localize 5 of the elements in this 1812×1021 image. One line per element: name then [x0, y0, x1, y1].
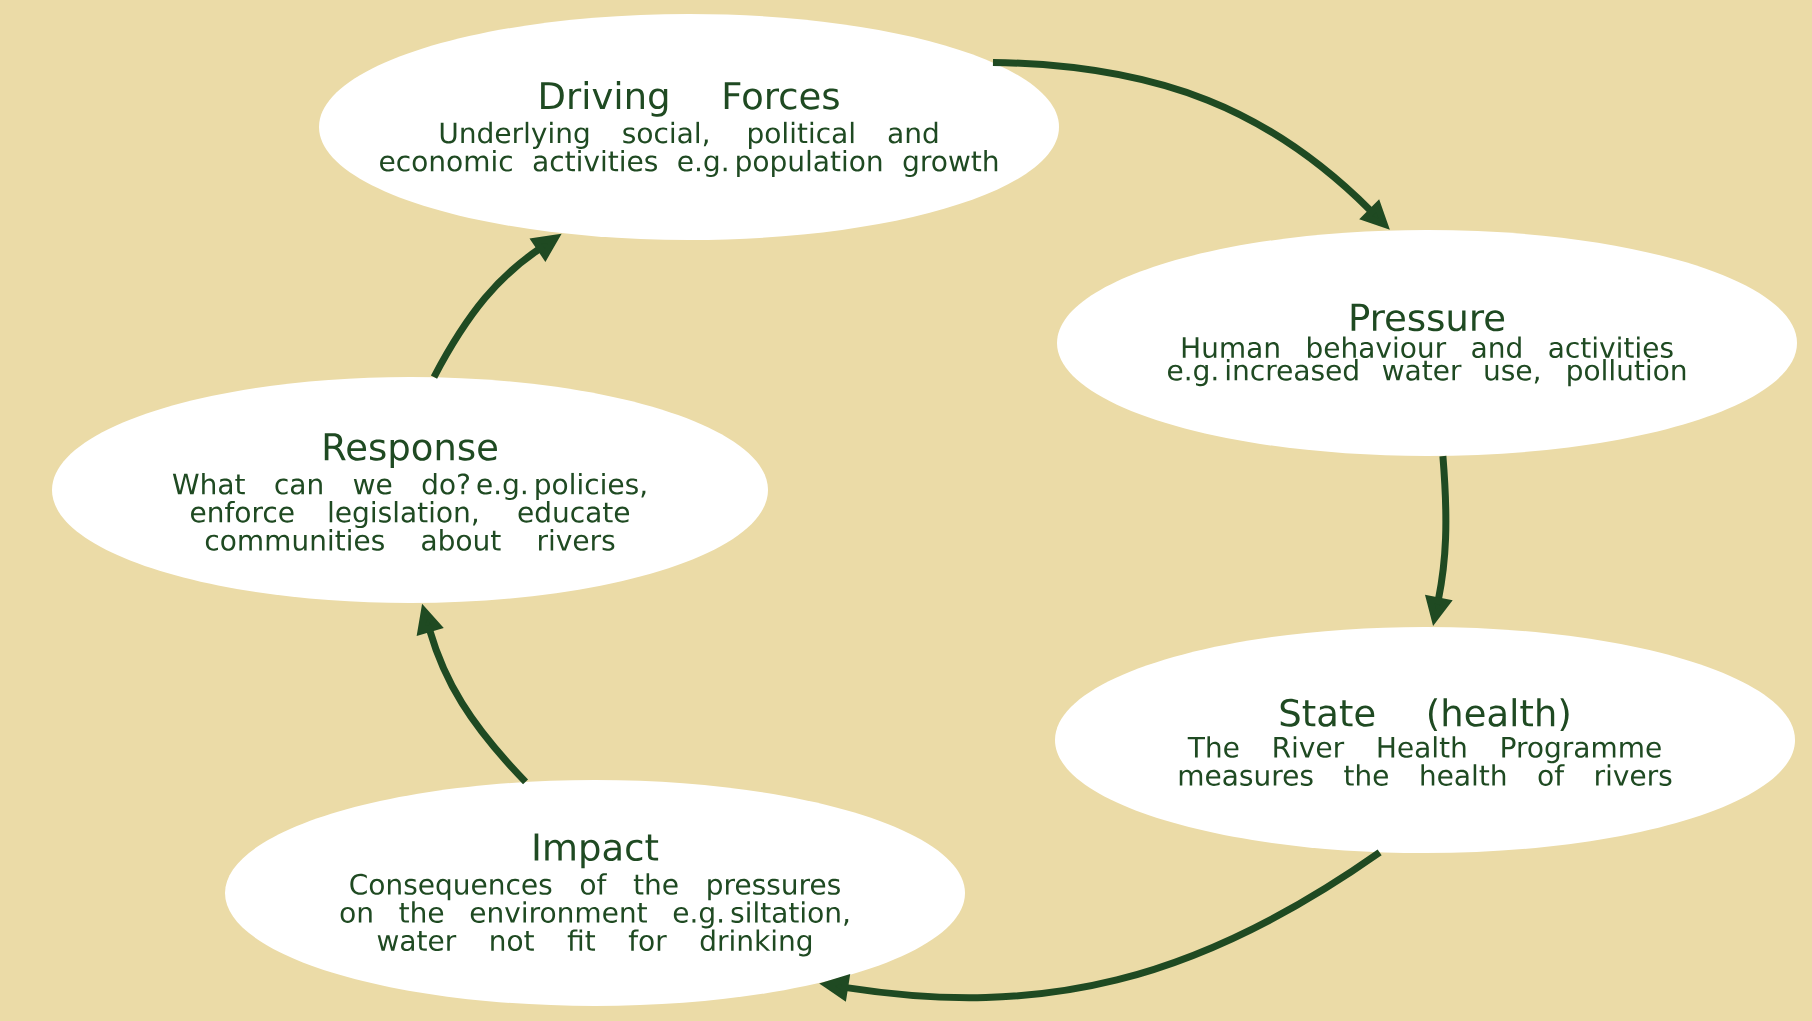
ellipse-node: Response What can we do? e.g. policies, enforce legislation, educate communities about rivers — [52, 377, 768, 603]
ellipse-node: Driving Forces Underlying social, political and economic activities e.g. population growth — [319, 14, 1059, 240]
ellipse-node: State (health) The River Health Programme measures the health of rivers — [1055, 627, 1795, 853]
ellipse-node: Impact Consequences of the pressures on the environment e.g. siltation, water not fit for drinking — [225, 780, 965, 1006]
ellipse-node: Pressure Human behaviour and activities e.g. increased water use, pollution — [1057, 230, 1797, 456]
